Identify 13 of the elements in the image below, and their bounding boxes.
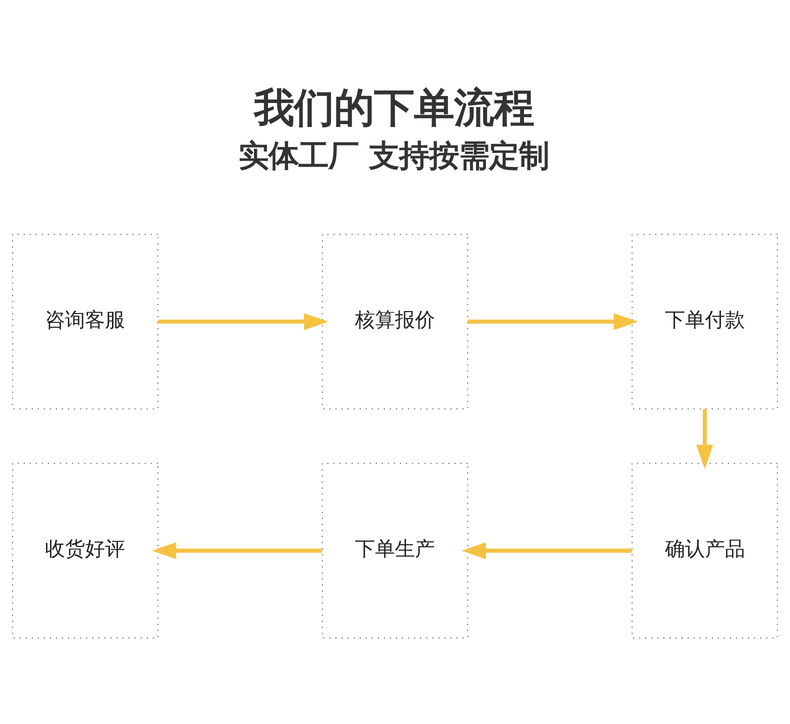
arrow	[696, 409, 714, 470]
arrow	[152, 542, 322, 560]
arrow	[468, 313, 638, 330]
node-box: 咨询客服	[12, 234, 158, 410]
node-box: 确认产品	[632, 462, 778, 638]
arrow	[462, 542, 632, 560]
node-box: 下单生产	[322, 462, 468, 638]
label: 实体工厂 支持按需定制	[238, 138, 550, 174]
arrow	[158, 313, 328, 330]
node-box: 收货好评	[12, 462, 158, 638]
diagram-title: 我们的下单流程	[254, 84, 534, 132]
node-box: 核算报价	[322, 234, 468, 410]
node-box: 下单付款	[632, 234, 778, 410]
